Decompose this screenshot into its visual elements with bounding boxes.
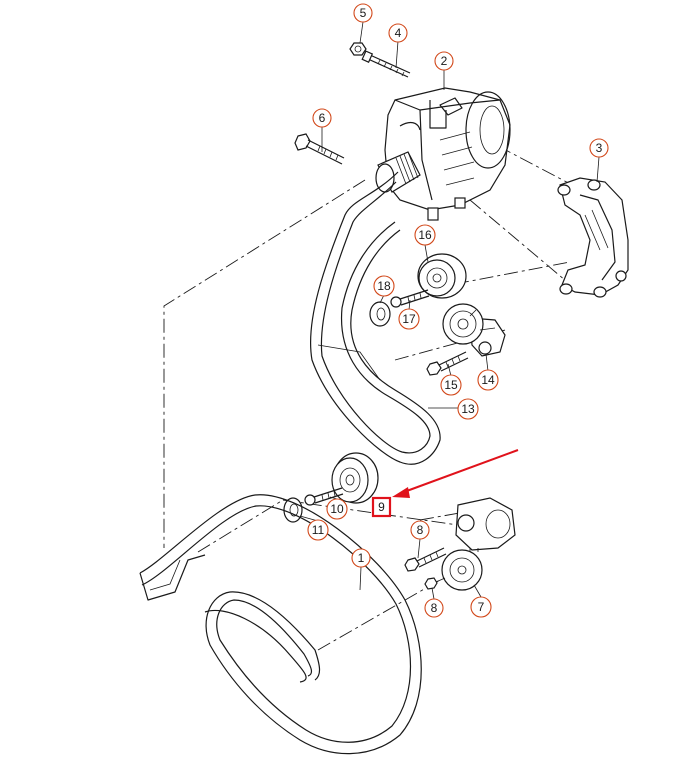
svg-text:15: 15 [444,378,458,392]
callout-13[interactable]: 13 [457,398,479,420]
svg-text:9: 9 [378,500,385,514]
callout-4[interactable]: 4 [388,23,408,43]
svg-text:13: 13 [461,402,475,416]
reference-lines [163,145,579,651]
callout-1[interactable]: 1 [351,548,371,568]
tensioner-part-7 [441,497,516,591]
bolt-part-6 [294,133,345,165]
svg-text:7: 7 [478,600,485,614]
svg-text:3: 3 [596,141,603,155]
bolt-part-8-upper [404,547,447,572]
bolt-part-17 [390,289,430,308]
svg-text:8: 8 [417,523,424,537]
svg-text:4: 4 [395,26,402,40]
alternator-part-2 [375,87,511,221]
tensioner-part-14 [442,303,506,357]
callout-6[interactable]: 6 [312,108,332,128]
svg-text:14: 14 [481,373,495,387]
callout-14[interactable]: 14 [477,369,499,391]
callout-16[interactable]: 16 [414,224,436,246]
svg-text:11: 11 [312,523,325,537]
svg-text:17: 17 [402,312,416,326]
callout-8-lower[interactable]: 8 [424,598,444,618]
svg-text:10: 10 [330,502,344,516]
washer-part-11 [283,497,303,523]
stud-bolt-part-4 [361,50,411,78]
svg-text:5: 5 [360,6,367,20]
upper-belt-part-13 [309,171,441,465]
callout-7[interactable]: 7 [470,596,492,618]
bolt-part-10 [304,487,344,506]
callout-10[interactable]: 10 [326,498,348,520]
callout-18[interactable]: 18 [373,275,395,297]
svg-text:2: 2 [441,54,448,68]
callout-17[interactable]: 17 [398,308,420,330]
lower-belt-part-1 [139,494,422,755]
pulley-part-9 [331,452,379,504]
bolt-part-8-lower [424,577,446,590]
idler-pulley-part-16 [417,253,467,299]
svg-text:18: 18 [377,279,391,293]
svg-text:16: 16 [418,228,432,242]
callout-15[interactable]: 15 [440,374,462,396]
callout-5[interactable]: 5 [353,3,373,23]
callout-9-highlight[interactable]: 9 [371,496,392,518]
svg-text:8: 8 [431,601,438,615]
callout-8-upper[interactable]: 8 [410,520,430,540]
svg-text:6: 6 [319,111,326,125]
callout-11[interactable]: 11 [307,519,329,541]
bracket-part-3 [557,177,629,298]
highlight-arrow [392,449,519,498]
callout-2[interactable]: 2 [434,51,454,71]
washer-part-18 [369,301,391,327]
nut-part-5 [349,42,367,56]
svg-text:1: 1 [358,551,365,565]
bolt-part-15 [426,351,469,376]
callout-3[interactable]: 3 [589,138,609,158]
